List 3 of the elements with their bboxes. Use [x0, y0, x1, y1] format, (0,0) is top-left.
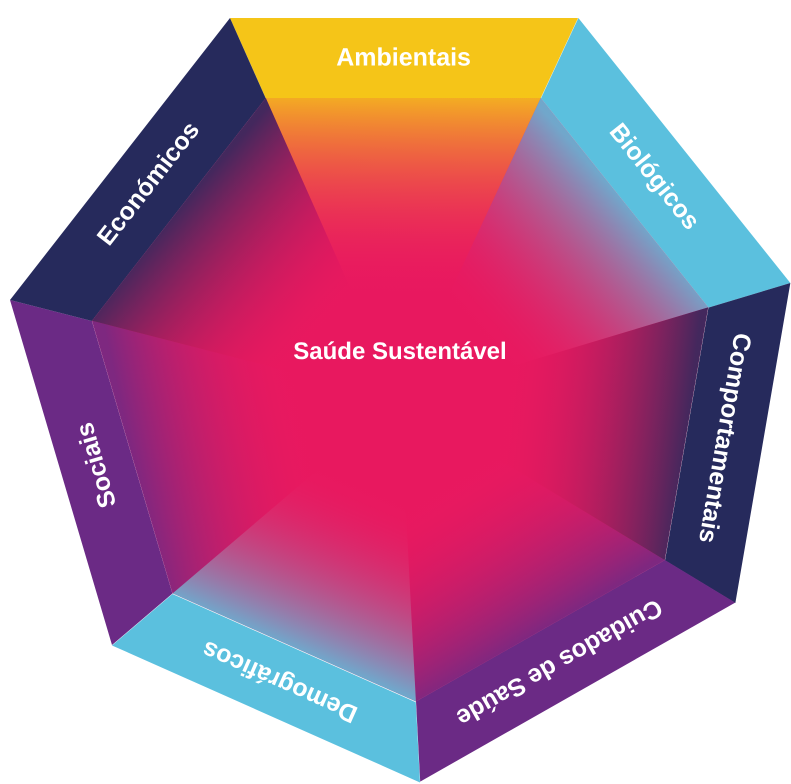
band-label: Sociais: [71, 419, 122, 511]
band-label: Ambientais: [336, 44, 471, 72]
center-label: Saúde Sustentável: [293, 338, 507, 366]
